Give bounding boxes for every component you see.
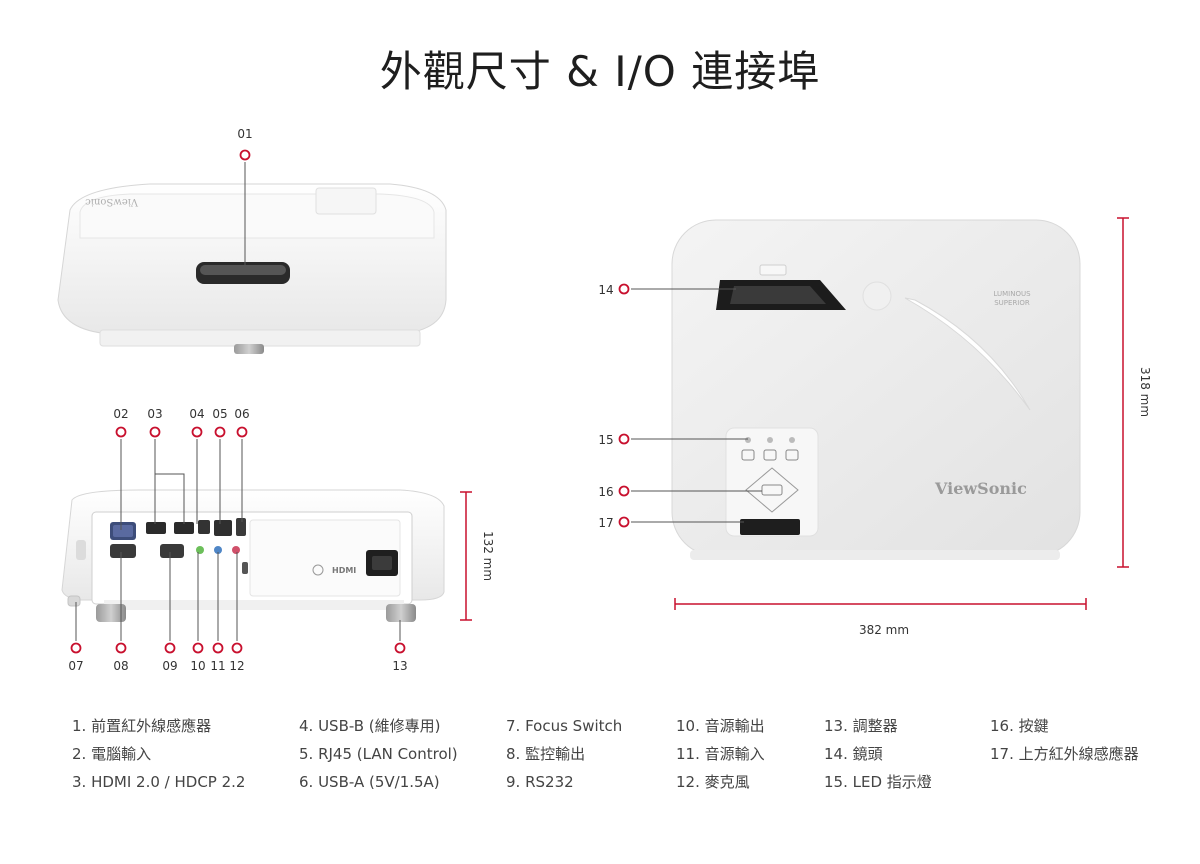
legend-column-3: 7. Focus Switch 8. 監控輸出 9. RS232 bbox=[506, 712, 622, 796]
legend-item: 11. 音源輸入 bbox=[676, 745, 765, 763]
front-logo-text: ViewSonic bbox=[85, 196, 139, 207]
brightness-badge-line1: LUMINOUS bbox=[993, 290, 1031, 298]
callout-marker-15 bbox=[618, 433, 630, 445]
callout-marker-07 bbox=[70, 642, 82, 654]
rear-adjuster-foot-left bbox=[96, 604, 126, 622]
callout-label-11: 11 bbox=[210, 659, 225, 673]
callout-label-13: 13 bbox=[392, 659, 407, 673]
legend-item: 7. Focus Switch bbox=[506, 717, 623, 735]
legend-column-4: 10. 音源輸出 11. 音源輸入 12. 麥克風 bbox=[676, 712, 765, 796]
callout-leader-03 bbox=[154, 439, 185, 524]
legend-item: 16. 按鍵 bbox=[990, 717, 1049, 735]
callout-leaders bbox=[75, 162, 762, 641]
legend-item: 14. 鏡頭 bbox=[824, 745, 883, 763]
legend-item: 2. 電腦輸入 bbox=[72, 745, 152, 763]
callout-label-12: 12 bbox=[229, 659, 244, 673]
legend-item: 9. RS232 bbox=[506, 773, 574, 791]
rear-adjuster-foot-right bbox=[386, 604, 416, 622]
legend-item: 4. USB-B (維修專用) bbox=[299, 717, 441, 735]
callout-label-15: 15 bbox=[598, 433, 613, 447]
dimension-depth-label: 318 mm bbox=[1138, 367, 1152, 417]
projector-top-view: ViewSonic LUMINOUS SUPERIOR bbox=[671, 219, 1081, 560]
callout-marker-08 bbox=[115, 642, 127, 654]
callout-label-09: 09 bbox=[162, 659, 177, 673]
callout-marker-01 bbox=[239, 149, 251, 161]
dimension-lines: 132 mm 318 mm 382 mm bbox=[460, 217, 1152, 637]
callout-marker-04 bbox=[191, 426, 203, 438]
legend-item: 15. LED 指示燈 bbox=[824, 773, 932, 791]
callout-marker-13 bbox=[394, 642, 406, 654]
callout-label-16: 16 bbox=[598, 485, 613, 499]
legend-item: 6. USB-A (5V/1.5A) bbox=[299, 773, 440, 791]
callout-marker-11 bbox=[212, 642, 224, 654]
page-title: 外觀尺寸 & I/O 連接埠 bbox=[379, 47, 821, 96]
callout-label-07: 07 bbox=[68, 659, 83, 673]
legend-item: 13. 調整器 bbox=[824, 717, 898, 735]
legend-item: 5. RJ45 (LAN Control) bbox=[299, 745, 458, 763]
callout-label-04: 04 bbox=[189, 407, 204, 421]
callout-marker-05 bbox=[214, 426, 226, 438]
callout-label-03: 03 bbox=[147, 407, 162, 421]
callout-label-08: 08 bbox=[113, 659, 128, 673]
callout-marker-10 bbox=[192, 642, 204, 654]
projector-front-view: ViewSonic bbox=[57, 183, 447, 354]
callout-marker-12 bbox=[231, 642, 243, 654]
callout-marker-03 bbox=[149, 426, 161, 438]
callout-label-05: 05 bbox=[212, 407, 227, 421]
legend-item: 10. 音源輸出 bbox=[676, 717, 765, 735]
legend-item: 17. 上方紅外線感應器 bbox=[990, 745, 1139, 763]
callout-marker-14 bbox=[618, 283, 630, 295]
callout-label-17: 17 bbox=[598, 516, 613, 530]
legend-column-2: 4. USB-B (維修專用) 5. RJ45 (LAN Control) 6.… bbox=[299, 712, 458, 796]
callout-label-10: 10 bbox=[190, 659, 205, 673]
callout-label-02: 02 bbox=[113, 407, 128, 421]
callout-marker-06 bbox=[236, 426, 248, 438]
legend-item: 12. 麥克風 bbox=[676, 773, 750, 791]
top-logo-text: ViewSonic bbox=[934, 479, 1027, 498]
legend-item: 1. 前置紅外線感應器 bbox=[72, 717, 212, 735]
legend-item: 8. 監控輸出 bbox=[506, 745, 586, 763]
callout-label-06: 06 bbox=[234, 407, 249, 421]
callout-marker-09 bbox=[164, 642, 176, 654]
legend-column-6: 16. 按鍵 17. 上方紅外線感應器 bbox=[990, 712, 1139, 768]
callout-marker-16 bbox=[618, 485, 630, 497]
callout-label-14: 14 bbox=[598, 283, 613, 297]
callout-label-01: 01 bbox=[237, 127, 252, 141]
dimension-width-label: 382 mm bbox=[859, 623, 909, 637]
brightness-badge-line2: SUPERIOR bbox=[994, 299, 1030, 307]
dimension-height-label: 132 mm bbox=[481, 531, 495, 581]
legend-column-5: 13. 調整器 14. 鏡頭 15. LED 指示燈 bbox=[824, 712, 932, 796]
callout-markers: 01 02 03 04 05 06 07 08 09 10 11 12 13 14 15 16 17 bbox=[68, 127, 630, 673]
front-adjuster-foot bbox=[234, 344, 264, 354]
hdmi-logo-text: HDMI bbox=[332, 566, 356, 575]
legend-item: 3. HDMI 2.0 / HDCP 2.2 bbox=[72, 773, 246, 791]
callout-marker-02 bbox=[115, 426, 127, 438]
projector-rear-view: HDMI bbox=[61, 489, 445, 622]
legend-column-1: 1. 前置紅外線感應器 2. 電腦輸入 3. HDMI 2.0 / HDCP 2… bbox=[72, 712, 245, 796]
callout-marker-17 bbox=[618, 516, 630, 528]
